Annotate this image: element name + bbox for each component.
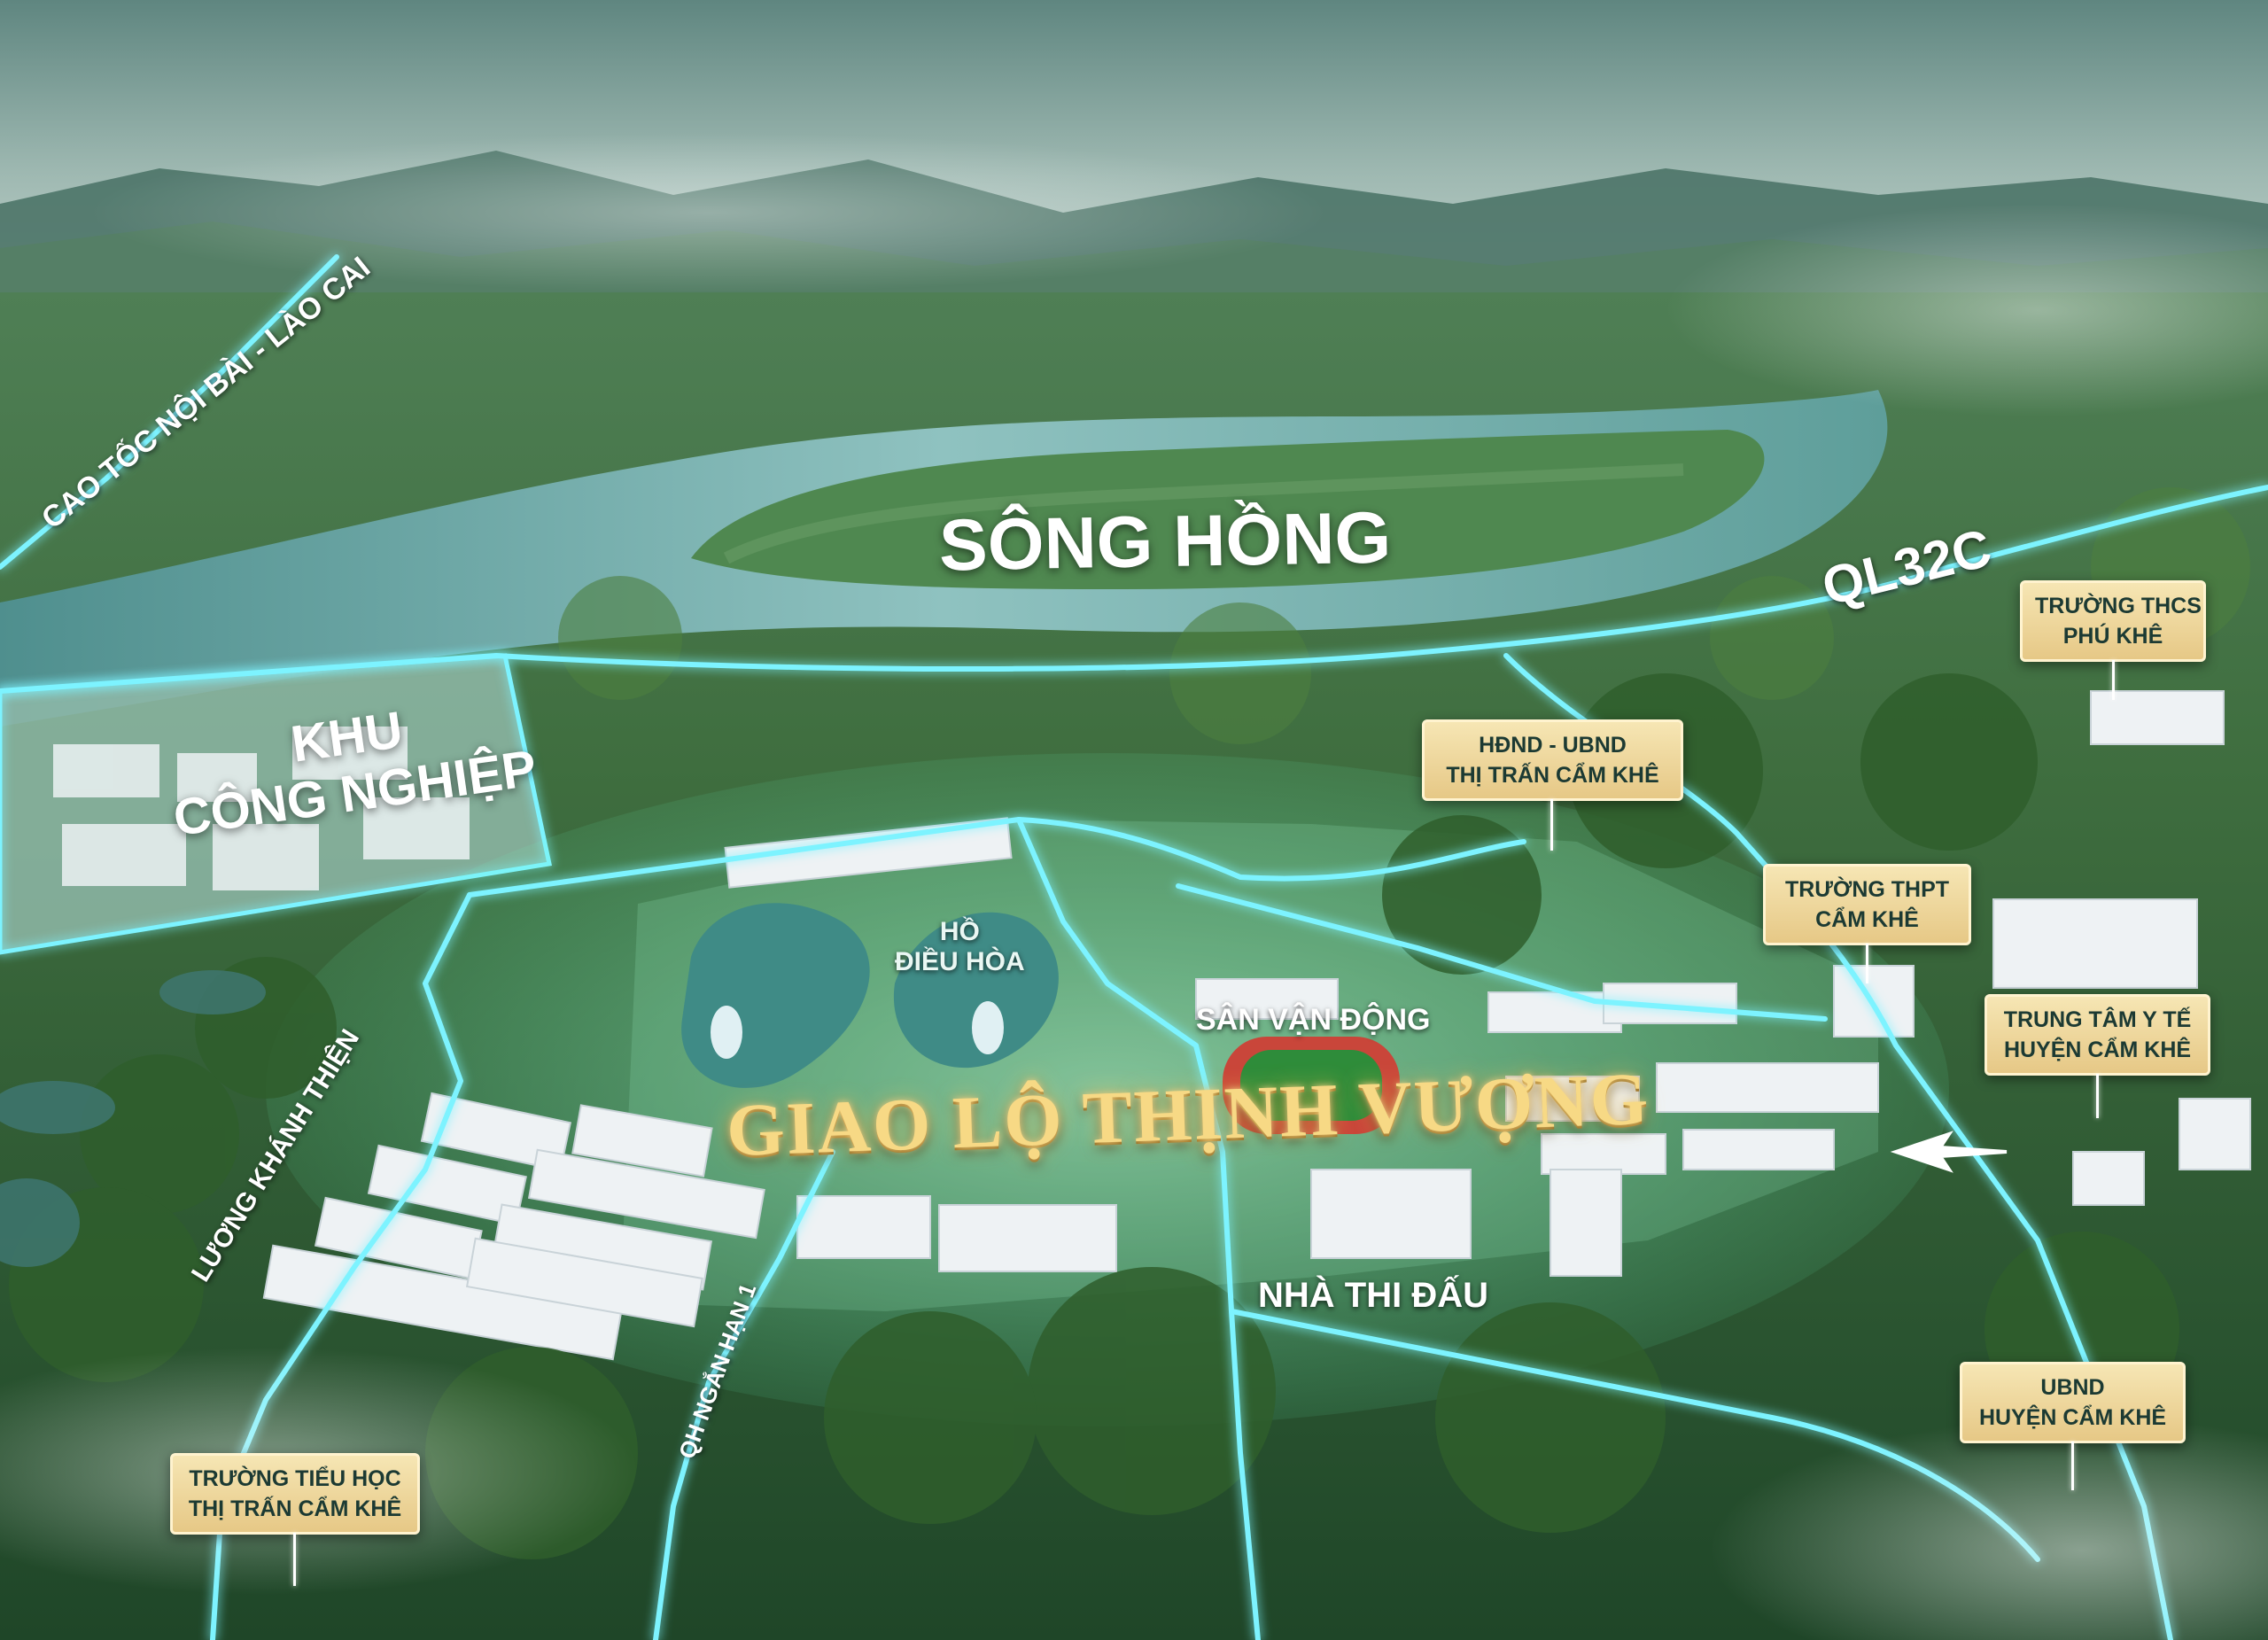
leader-tieu-hoc [293, 1533, 296, 1586]
callout-thpt-line2: CẨM KHÊ [1815, 907, 1919, 932]
arrow-icon [1890, 1131, 2008, 1173]
sports-hall-label: NHÀ THI ĐẤU [1258, 1276, 1488, 1315]
lake-label-line1: HỒ [939, 917, 980, 946]
callout-thcs-line2: PHÚ KHÊ [2062, 624, 2163, 649]
leader-thpt [1866, 944, 1868, 983]
callout-hdnd-line1: HĐND - UBND [1479, 733, 1627, 758]
leader-hdnd [1550, 799, 1553, 851]
callout-thcs-phu-khe: TRƯỜNG THCS PHÚ KHÊ [2020, 580, 2206, 662]
lake-label: HỒ ĐIỀU HÒA [895, 917, 1025, 977]
callout-hdnd-ubnd: HĐND - UBND THỊ TRẤN CẨM KHÊ [1422, 719, 1683, 801]
callout-thcs-line1: TRƯỜNG THCS [2035, 594, 2202, 618]
callout-hdnd-line2: THỊ TRẤN CẨM KHÊ [1446, 763, 1659, 788]
callout-ubnd-huyen: UBND HUYỆN CẨM KHÊ [1960, 1362, 2186, 1443]
callout-yte-line1: TRUNG TÂM Y TẾ [2003, 1007, 2192, 1032]
leader-ubnd-huyen [2071, 1442, 2074, 1490]
callout-trung-tam-y-te: TRUNG TÂM Y TẾ HUYỆN CẨM KHÊ [1984, 994, 2210, 1076]
callout-yte-line2: HUYỆN CẨM KHÊ [2003, 1038, 2192, 1062]
stadium-label: SÂN VẬN ĐỘNG [1196, 1003, 1431, 1037]
callout-ubnd-huyen-line1: UBND [2040, 1375, 2105, 1400]
lake-label-line2: ĐIỀU HÒA [895, 947, 1025, 976]
callout-tieu-hoc-line1: TRƯỜNG TIỂU HỌC [189, 1466, 401, 1491]
callout-thpt-line1: TRƯỜNG THPT [1784, 877, 1950, 902]
callout-tieu-hoc-line2: THỊ TRẤN CẨM KHÊ [188, 1496, 402, 1521]
callout-tieu-hoc: TRƯỜNG TIỂU HỌC THỊ TRẤN CẨM KHÊ [170, 1453, 420, 1535]
leader-thcs [2112, 660, 2115, 700]
callout-thpt-cam-khe: TRƯỜNG THPT CẨM KHÊ [1763, 864, 1971, 945]
callout-ubnd-huyen-line2: HUYỆN CẨM KHÊ [1978, 1405, 2167, 1430]
river-label: SÔNG HỒNG [938, 497, 1393, 587]
leader-yte [2096, 1074, 2099, 1118]
